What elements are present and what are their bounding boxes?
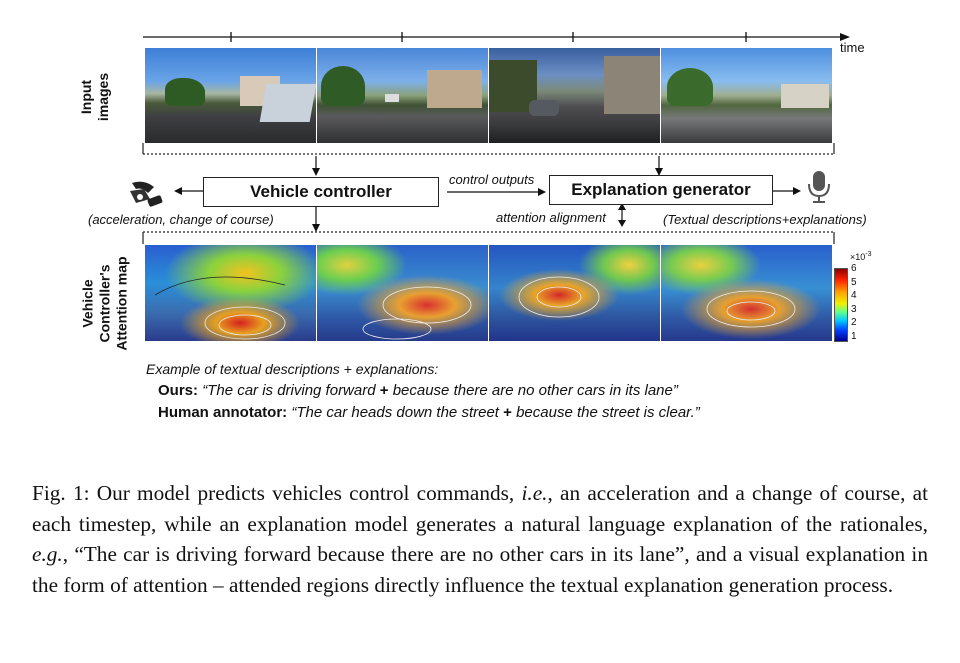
colorbar-tick: 1 (851, 330, 857, 342)
ours-plus: + (379, 382, 389, 399)
caption-part2: , an acceleration and a change of course… (32, 481, 928, 536)
colorbar-tick: 3 (851, 303, 857, 315)
attention-alignment-label: attention alignment (496, 210, 606, 225)
colorbar-tick: 2 (851, 317, 857, 329)
explanation-generator-box: Explanation generator (549, 175, 773, 205)
ours-label: Ours: (158, 382, 199, 399)
time-label: time (840, 40, 865, 55)
human-plus: + (503, 404, 512, 421)
attention-maps-strip (145, 245, 832, 341)
example-heading: Example of textual descriptions + explan… (146, 361, 439, 377)
attention-frame-2 (317, 245, 488, 341)
colorbar (834, 268, 848, 342)
vehicle-controller-box: Vehicle controller (203, 177, 439, 207)
input-bracket (142, 143, 835, 155)
attention-frame-3 (489, 245, 660, 341)
example-human: Human annotator: “The car heads down the… (158, 404, 700, 421)
diagram-arrows (174, 156, 801, 232)
textual-outputs-note: (Textual descriptions+explanations) (663, 212, 867, 227)
input-images-label: Input images (78, 72, 111, 122)
input-images-strip (145, 48, 832, 143)
colorbar-tick: 5 (851, 276, 857, 288)
ours-explanation: because there are no other cars in its l… (392, 382, 678, 399)
controller-outputs-note: (acceleration, change of course) (88, 212, 274, 227)
steering-wheel-icon (130, 181, 163, 207)
human-description: “The car heads down the street (291, 404, 499, 421)
attention-bracket (142, 231, 835, 244)
example-ours: Ours: “The car is driving forward + beca… (158, 382, 678, 399)
control-outputs-label: control outputs (449, 172, 535, 187)
colorbar-exponent-power: -3 (865, 251, 872, 258)
human-explanation: because the street is clear.” (516, 404, 700, 421)
attention-map-label: Vehicle Controller's Attention map (79, 256, 130, 351)
input-frame-4 (661, 48, 832, 143)
caption-eg: e.g. (32, 542, 63, 566)
colorbar-tick: 4 (851, 290, 857, 302)
colorbar-ticks: 6 5 4 3 2 1 (851, 262, 857, 344)
timeline (143, 32, 850, 42)
input-frame-2 (317, 48, 488, 143)
figure-caption: Fig. 1: Our model predicts vehicles cont… (32, 478, 928, 600)
caption-prefix: Fig. 1: Our model predicts vehicles cont… (32, 481, 515, 505)
human-label: Human annotator: (158, 404, 288, 421)
attention-frame-4 (661, 245, 832, 341)
colorbar-tick: 6 (851, 263, 857, 274)
input-frame-3 (489, 48, 660, 143)
ours-description: “The car is driving forward (202, 382, 376, 399)
input-frame-1 (145, 48, 316, 143)
caption-part3: , “The car is driving forward because th… (32, 542, 928, 597)
caption-ie: i.e. (521, 481, 548, 505)
attention-frame-1 (145, 245, 316, 341)
colorbar-exponent: ×10-3 (850, 251, 872, 262)
microphone-icon (808, 171, 830, 203)
